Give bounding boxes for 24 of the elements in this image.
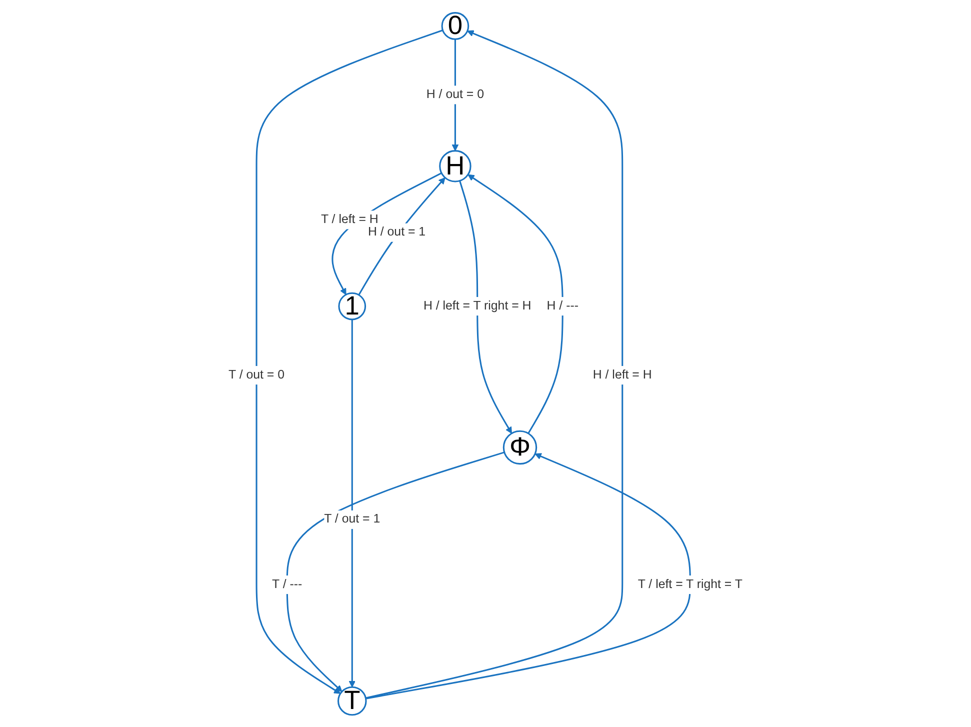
arrow [366,30,624,699]
edge-label: T / out = 1 [324,512,380,526]
edge-label: T / left = H [321,212,378,226]
node-circle: H [439,150,472,182]
edge-label: H / --- [546,299,578,313]
edge-label: H / left = T right = H [423,299,532,313]
edge-label: H / left = H [592,368,652,382]
arrow [358,177,446,296]
edge-label: T / left = T right = T [638,578,742,591]
arrow [468,174,564,434]
node-circle: 0 [441,12,470,40]
arrow [256,30,444,694]
arrow [348,319,356,688]
edge-label: T / out = 0 [228,368,285,382]
arrow [366,453,691,700]
node-circle: Φ [502,430,538,465]
node-circle: 1 [338,292,366,320]
node-circle: T [337,686,367,716]
arrow [332,172,442,295]
edge-label: H / out = 1 [368,226,426,239]
arrow [286,452,505,692]
arrow [459,180,512,434]
edge-label: H / out = 0 [426,88,484,102]
edge-label: T / --- [272,578,302,591]
